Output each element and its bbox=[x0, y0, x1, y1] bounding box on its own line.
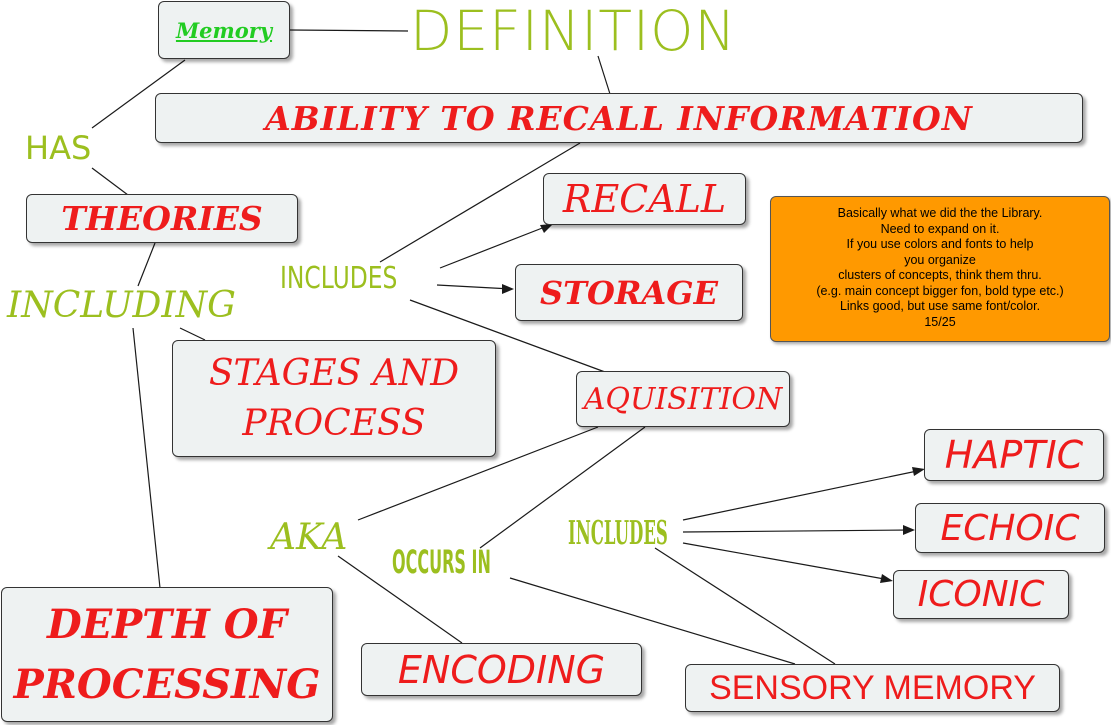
node-encoding-label: ENCODING bbox=[397, 647, 606, 692]
arrow-head-recall bbox=[540, 224, 553, 233]
note-line: Need to expand on it. bbox=[880, 221, 1000, 236]
node-storage-label: STORAGE bbox=[540, 273, 718, 312]
node-ability-label: ABILITY TO RECALL INFORMATION bbox=[265, 98, 973, 138]
link-includes-recall bbox=[439, 224, 551, 269]
note-line: (e.g. main concept bigger fon, bold type… bbox=[816, 283, 1064, 298]
node-ability[interactable]: ABILITY TO RECALL INFORMATION bbox=[155, 93, 1083, 143]
node-haptic[interactable]: HAPTIC bbox=[924, 429, 1104, 481]
node-stages-process[interactable]: STAGES AND PROCESS bbox=[172, 340, 496, 457]
link-memory-definition bbox=[289, 29, 409, 32]
link-label-includes-2: INCLUDES bbox=[568, 513, 668, 552]
link-label-includes-1: INCLUDES bbox=[280, 261, 398, 296]
link-aka-encoding bbox=[337, 555, 463, 644]
node-stages-line2: PROCESS bbox=[242, 402, 426, 444]
node-sensory-memory[interactable]: SENSORY MEMORY bbox=[685, 664, 1060, 712]
node-iconic-label: ICONIC bbox=[917, 574, 1045, 615]
link-including-stages bbox=[179, 327, 206, 341]
link-memory-has bbox=[91, 59, 186, 129]
node-recall-label: RECALL bbox=[562, 177, 727, 221]
node-memory[interactable]: Memory bbox=[158, 1, 290, 59]
node-echoic[interactable]: ECHOIC bbox=[915, 503, 1105, 553]
link-has-theories bbox=[91, 167, 129, 196]
node-recall[interactable]: RECALL bbox=[543, 173, 746, 225]
link-includes2-haptic bbox=[682, 469, 923, 521]
node-aquisition[interactable]: AQUISITION bbox=[576, 371, 790, 427]
note-line: you organize bbox=[904, 252, 976, 267]
note-line: Basically what we did the the Library. bbox=[837, 206, 1043, 220]
link-occursin-sensory bbox=[509, 577, 796, 665]
arrow-head-echoic bbox=[903, 525, 915, 535]
link-aquisition-aka bbox=[357, 426, 599, 521]
link-theories-including bbox=[137, 242, 156, 287]
note-line: clusters of concepts, think them thru. bbox=[838, 268, 1042, 282]
node-haptic-label: HAPTIC bbox=[944, 433, 1084, 477]
reviewer-note: Basically what we did the the Library. N… bbox=[770, 196, 1110, 342]
node-sensory-memory-label: SENSORY MEMORY bbox=[709, 668, 1036, 707]
node-aquisition-label: AQUISITION bbox=[583, 381, 783, 417]
link-label-aka: AKA bbox=[270, 517, 348, 558]
note-line: If you use colors and fonts to help bbox=[846, 237, 1034, 251]
link-label-including: INCLUDING bbox=[7, 285, 236, 326]
link-includes2-echoic bbox=[682, 529, 913, 533]
link-label-occurs-in: OCCURS IN bbox=[392, 543, 491, 581]
link-definition-ability bbox=[597, 55, 611, 95]
arrow-head-iconic bbox=[880, 574, 893, 583]
link-aquisition-occursin bbox=[479, 426, 646, 549]
node-theories-label: THEORIES bbox=[61, 199, 263, 238]
link-includes-storage bbox=[436, 284, 513, 290]
arrow-head-storage bbox=[502, 284, 514, 294]
node-stages-line1: STAGES AND bbox=[208, 352, 460, 394]
link-includes2-sensory bbox=[654, 547, 836, 665]
link-ability-includes bbox=[379, 142, 581, 263]
link-including-depth bbox=[132, 327, 161, 589]
link-includes-aquisition bbox=[409, 299, 606, 373]
arrow-head-haptic bbox=[912, 467, 925, 476]
link-label-has: HAS bbox=[25, 129, 92, 167]
node-encoding[interactable]: ENCODING bbox=[361, 643, 642, 696]
node-iconic[interactable]: ICONIC bbox=[893, 570, 1069, 619]
link-includes2-iconic bbox=[682, 542, 891, 581]
node-storage[interactable]: STORAGE bbox=[515, 264, 743, 321]
node-echoic-label: ECHOIC bbox=[940, 507, 1080, 549]
link-label-definition: DEFINITION bbox=[410, 0, 737, 63]
node-theories[interactable]: THEORIES bbox=[26, 194, 298, 243]
node-depth-processing[interactable]: DEPTH OF PROCESSING bbox=[1, 587, 333, 722]
note-line: Links good, but use same font/color. bbox=[839, 299, 1041, 313]
node-depth-line1: DEPTH OF bbox=[47, 600, 287, 648]
node-memory-label: Memory bbox=[175, 17, 273, 43]
note-line: 15/25 bbox=[924, 314, 956, 329]
node-depth-line2: PROCESSING bbox=[13, 660, 321, 708]
